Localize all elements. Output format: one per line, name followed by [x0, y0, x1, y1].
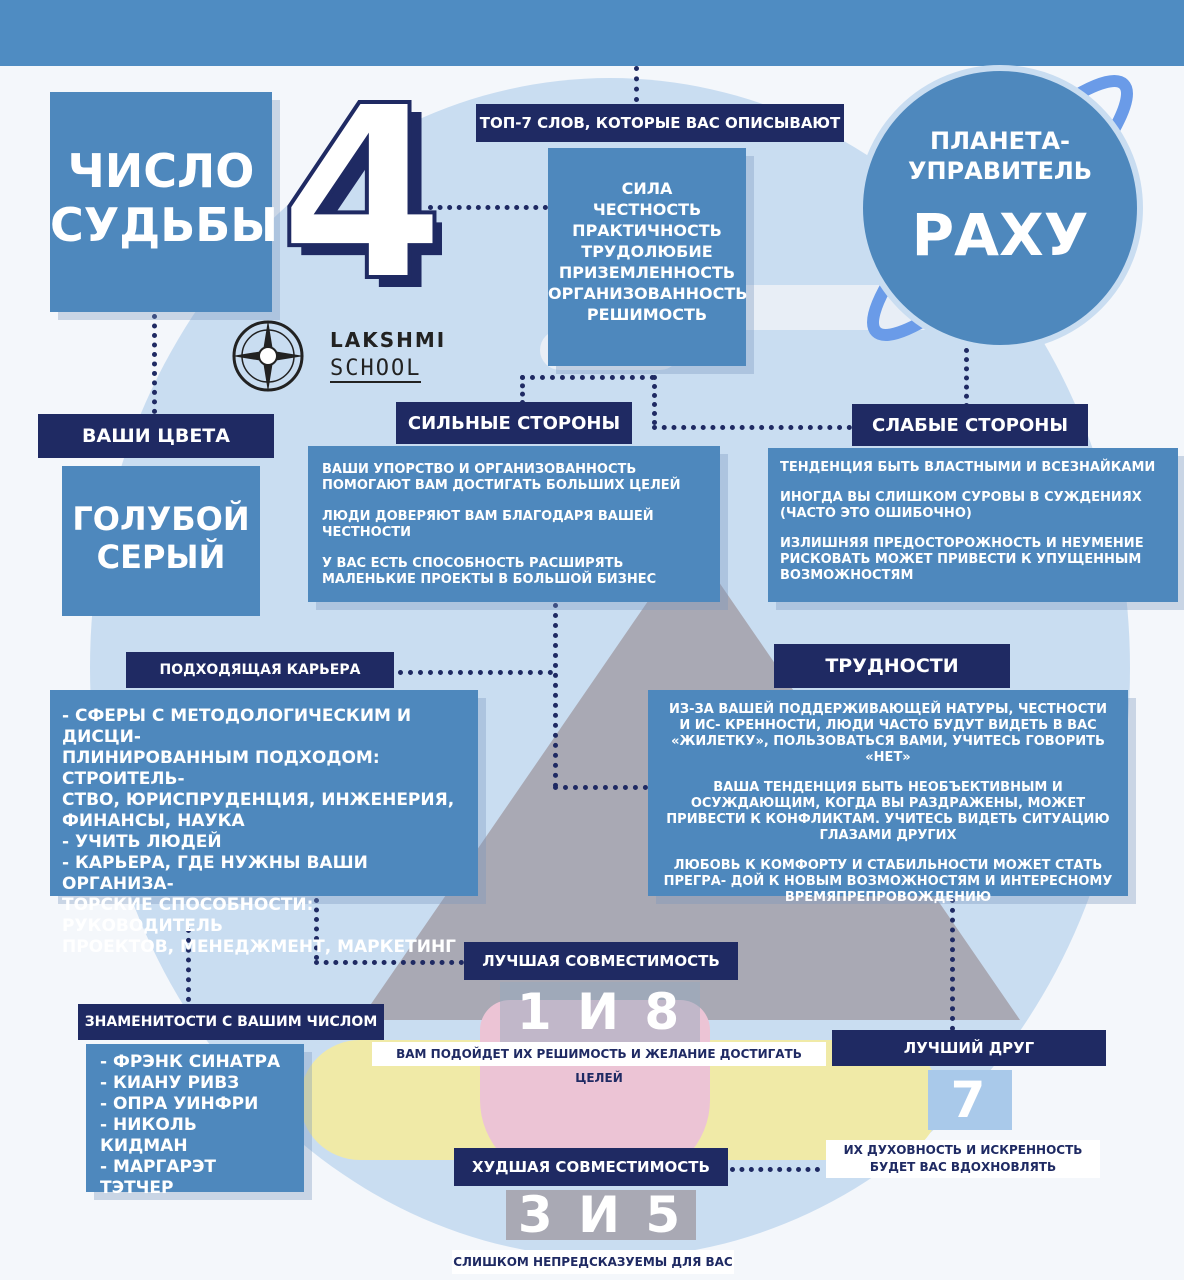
weaknesses-box: ТЕНДЕНЦИЯ БЫТЬ ВЛАСТНЫМИ И ВСЕЗНАЙКАМИ И…	[768, 448, 1178, 602]
top7-word: ОРГАНИЗОВАННОСТЬ	[548, 284, 748, 303]
strengths-header: СИЛЬНЫЕ СТОРОНЫ	[396, 402, 632, 444]
planet-label-line2: УПРАВИТЕЛЬ	[907, 157, 1093, 185]
destiny-number: 4 4	[277, 52, 458, 344]
planet-graphic: ПЛАНЕТА- УПРАВИТЕЛЬ РАХУ	[830, 58, 1150, 358]
worst-compat-header: ХУДШАЯ СОВМЕСТИМОСТЬ	[454, 1148, 728, 1186]
planet-name: РАХУ	[911, 201, 1089, 269]
celebrity-item: - КИАНУ РИВЗ	[100, 1073, 240, 1093]
celebrity-item: - ОПРА УИНФРИ	[100, 1094, 259, 1114]
connector	[152, 314, 157, 414]
lakshmi-logo: LAKSHMI SCHOOL	[228, 316, 444, 396]
top7-word: ТРУДОЛЮБИЕ	[581, 242, 713, 261]
best-compat-header: ЛУЧШАЯ СОВМЕСТИМОСТЬ	[464, 942, 738, 980]
color-name: ГОЛУБОЙ	[72, 500, 250, 538]
career-line: ПЛИНИРОВАННЫМ ПОДХОДОМ: СТРОИТЕЛЬ-	[62, 748, 380, 789]
difficulties-header: ТРУДНОСТИ	[774, 644, 1010, 688]
career-line: - СФЕРЫ С МЕТОДОЛОГИЧЕСКИМ И ДИСЦИ-	[62, 706, 412, 747]
connector	[314, 898, 319, 960]
celebrity-item: - НИКОЛЬ КИДМАН	[100, 1115, 197, 1156]
destiny-title-line1: ЧИСЛО	[67, 144, 255, 198]
top7-word: ЧЕСТНОСТЬ	[592, 200, 702, 219]
top7-word: СИЛА	[621, 179, 673, 198]
career-line: - УЧИТЬ ЛЮДЕЙ	[62, 832, 222, 852]
best-friend-caption-line: БУДЕТ ВАС ВДОХНОВЛЯТЬ	[869, 1160, 1057, 1174]
destiny-number-shadow: 4	[291, 92, 443, 302]
best-compat-numbers: 1 И 8	[500, 982, 700, 1042]
career-box: - СФЕРЫ С МЕТОДОЛОГИЧЕСКИМ И ДИСЦИ- ПЛИН…	[50, 690, 478, 957]
connector	[520, 375, 525, 405]
career-line: ФИНАНСЫ, НАУКА	[62, 811, 245, 831]
strengths-box: ВАШИ УПОРСТВО И ОРГАНИЗОВАННОСТЬ ПОМОГАЮ…	[308, 446, 720, 602]
top-banner	[0, 0, 1184, 66]
planet-icon	[857, 65, 1143, 351]
strength-item: У ВАС ЕСТЬ СПОСОБНОСТЬ РАСШИРЯТЬ МАЛЕНЬК…	[322, 556, 657, 587]
connector	[553, 603, 558, 788]
strength-item: ЛЮДИ ДОВЕРЯЮТ ВАМ БЛАГОДАРЯ ВАШЕЙ ЧЕСТНО…	[322, 509, 654, 540]
difficulties-box: ИЗ-ЗА ВАШЕЙ ПОДДЕРЖИВАЮЩЕЙ НАТУРЫ, ЧЕСТН…	[648, 690, 1128, 905]
difficulty-item: ИЗ-ЗА ВАШЕЙ ПОДДЕРЖИВАЮЩЕЙ НАТУРЫ, ЧЕСТН…	[669, 702, 1107, 765]
best-compat-caption: ВАМ ПОДОЙДЕТ ИХ РЕШИМОСТЬ И ЖЕЛАНИЕ ДОСТ…	[372, 1042, 826, 1085]
top7-box: СИЛА ЧЕСТНОСТЬ ПРАКТИЧНОСТЬ ТРУДОЛЮБИЕ П…	[548, 148, 748, 366]
strength-item: ВАШИ УПОРСТВО И ОРГАНИЗОВАННОСТЬ ПОМОГАЮ…	[322, 462, 681, 493]
best-friend-caption-line: ИХ ДУХОВНОСТЬ И ИСКРЕННОСТЬ	[843, 1143, 1083, 1157]
compass-icon	[232, 320, 304, 392]
worst-compat-caption: СЛИШКОМ НЕПРЕДСКАЗУЕМЫ ДЛЯ ВАС	[452, 1250, 734, 1274]
connector	[730, 1167, 820, 1172]
logo-line2: SCHOOL	[330, 356, 422, 383]
colors-header: ВАШИ ЦВЕТА	[38, 414, 274, 458]
weakness-item: ТЕНДЕНЦИЯ БЫТЬ ВЛАСТНЫМИ И ВСЕЗНАЙКАМИ	[780, 460, 1156, 475]
career-line: СТВО, ЮРИСПРУДЕНЦИЯ, ИНЖЕНЕРИЯ,	[62, 790, 455, 810]
career-line: ПРОЕКТОВ, МЕНЕДЖМЕНТ, МАРКЕТИНГ	[62, 937, 457, 957]
best-friend-caption: ИХ ДУХОВНОСТЬ И ИСКРЕННОСТЬ БУДЕТ ВАС ВД…	[826, 1140, 1100, 1178]
weaknesses-header: СЛАБЫЕ СТОРОНЫ	[852, 404, 1088, 446]
top7-word: ПРИЗЕМЛЕННОСТЬ	[558, 263, 736, 282]
career-line: ТОРСКИЕ СПОСОБНОСТИ: РУКОВОДИТЕЛЬ	[62, 895, 314, 936]
connector	[428, 205, 548, 210]
destiny-number-text: 4	[282, 92, 442, 302]
celebrity-item: - МАРГАРЭТ ТЭТЧЕР	[100, 1157, 217, 1198]
connector	[520, 375, 655, 380]
connector	[634, 66, 639, 102]
weakness-item: ИНОГДА ВЫ СЛИШКОМ СУРОВЫ В СУЖДЕНИЯХ (ЧА…	[780, 490, 1142, 521]
career-header: ПОДХОДЯЩАЯ КАРЬЕРА	[126, 652, 394, 688]
celebrities-box: - ФРЭНК СИНАТРА - КИАНУ РИВЗ - ОПРА УИНФ…	[86, 1044, 304, 1198]
connector	[964, 348, 969, 408]
best-friend-number: 7	[928, 1070, 1012, 1130]
difficulty-item: ЛЮБОВЬ К КОМФОРТУ И СТАБИЛЬНОСТИ МОЖЕТ С…	[663, 858, 1113, 905]
top7-header: ТОП-7 СЛОВ, КОТОРЫЕ ВАС ОПИСЫВАЮТ	[476, 104, 844, 142]
colors-box: ГОЛУБОЙ СЕРЫЙ	[62, 466, 260, 616]
connector	[314, 960, 464, 965]
top7-word: РЕШИМОСТЬ	[586, 305, 708, 324]
color-name: СЕРЫЙ	[96, 538, 226, 576]
connector	[186, 928, 191, 1002]
celebrity-item: - ФРЭНК СИНАТРА	[100, 1052, 281, 1072]
best-friend-header: ЛУЧШИЙ ДРУГ	[832, 1030, 1106, 1066]
destiny-title-box: ЧИСЛО СУДЬБЫ	[50, 92, 278, 312]
destiny-title-line2: СУДЬБЫ	[50, 198, 278, 252]
planet-label-line1: ПЛАНЕТА-	[930, 127, 1070, 155]
connector	[398, 670, 553, 675]
connector	[553, 785, 648, 790]
weakness-item: ИЗЛИШНЯЯ ПРЕДОСТОРОЖНОСТЬ И НЕУМЕНИЕ РИС…	[780, 536, 1144, 583]
career-line: - КАРЬЕРА, ГДЕ НУЖНЫ ВАШИ ОРГАНИЗА-	[62, 853, 368, 894]
connector	[950, 898, 955, 1031]
logo-line1: LAKSHMI	[330, 328, 447, 352]
connector	[652, 425, 852, 430]
difficulty-item: ВАША ТЕНДЕНЦИЯ БЫТЬ НЕОБЪЕКТИВНЫМ И ОСУЖ…	[666, 780, 1110, 843]
connector	[652, 375, 657, 425]
worst-compat-numbers: 3 И 5	[506, 1190, 696, 1240]
celebrities-header: ЗНАМЕНИТОСТИ С ВАШИМ ЧИСЛОМ	[78, 1004, 384, 1040]
top7-word: ПРАКТИЧНОСТЬ	[572, 221, 722, 240]
